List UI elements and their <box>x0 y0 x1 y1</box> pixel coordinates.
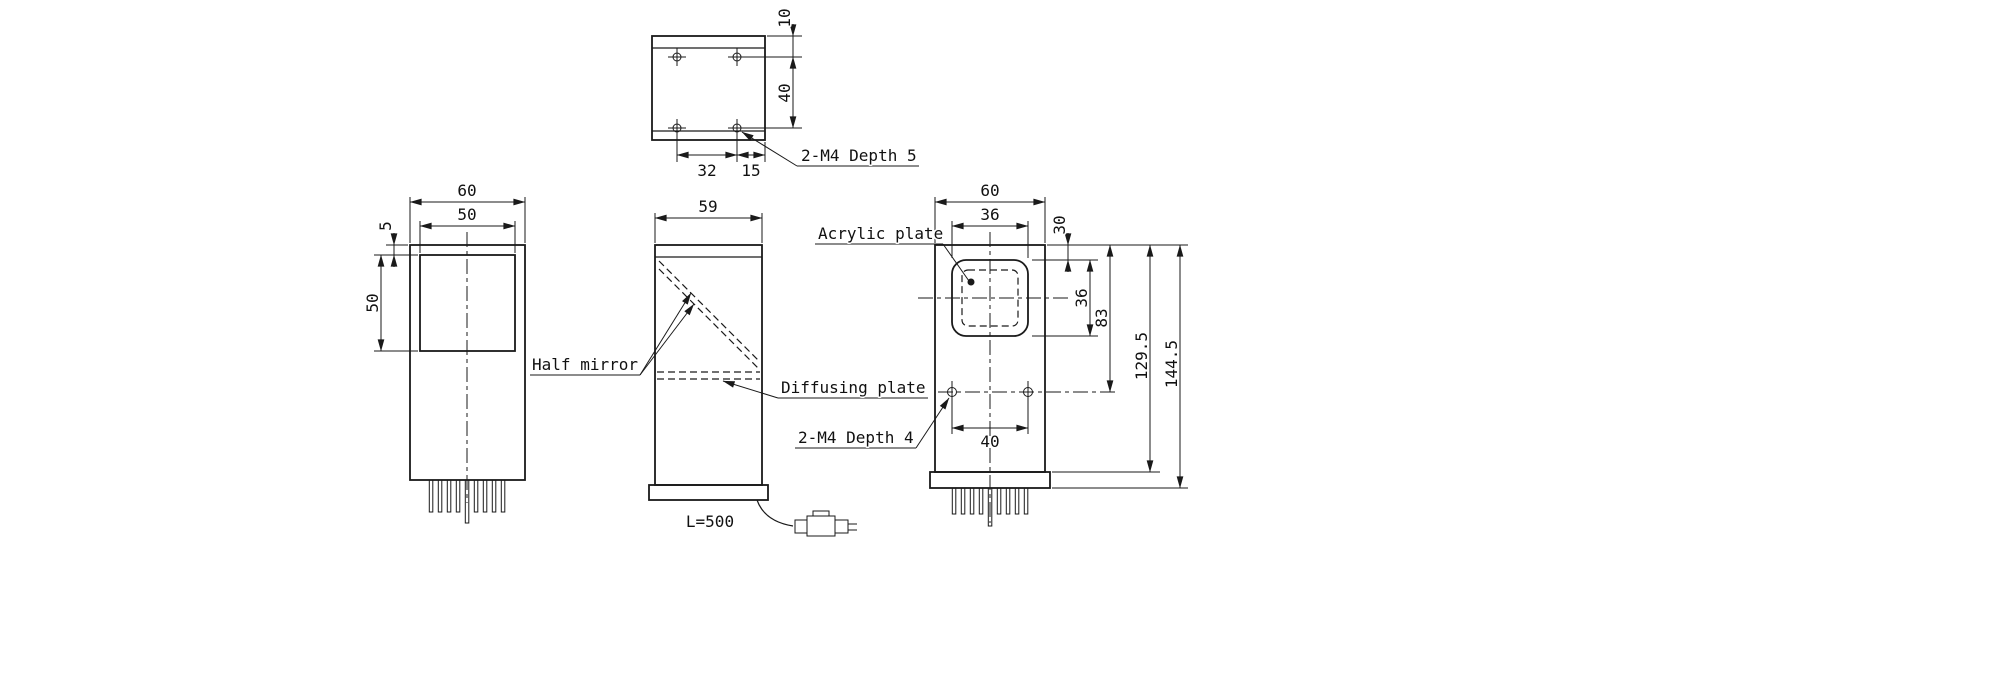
front-view-pins <box>428 479 506 524</box>
side-view-dimensions: 59 <box>654 196 763 243</box>
label-acrylic-plate: Acrylic plate <box>818 224 943 243</box>
front-view: 60 50 5 50 <box>362 180 526 524</box>
acrylic-plate-outline <box>951 259 1029 337</box>
dim-label-top-hole-offset-32: 32 <box>697 161 716 180</box>
back-view-dimension-hole-spacing: 40 <box>951 398 1029 453</box>
dim-label-window-offset-5: 5 <box>376 221 395 231</box>
connector-tip <box>834 519 849 534</box>
back-view-outline <box>918 232 1072 523</box>
half-mirror-leader: Half mirror <box>530 292 695 376</box>
cable-strain-relief <box>794 519 808 534</box>
connector-latch <box>812 510 830 516</box>
dim-label-window-width-50: 50 <box>457 205 476 224</box>
thread-note-top: 2-M4 Depth 5 <box>801 146 917 165</box>
dim-label-total-height-144-5: 144.5 <box>1162 340 1181 388</box>
back-screw-holes <box>938 381 1118 403</box>
front-view-outline <box>409 232 526 503</box>
leader-dot <box>967 278 975 286</box>
label-half-mirror: Half mirror <box>532 355 638 374</box>
dim-label-plate-width-36: 36 <box>980 205 999 224</box>
front-view-dimensions: 60 50 5 50 <box>362 180 526 352</box>
top-view-outline <box>651 35 766 141</box>
dim-label-plate-top-offset-30: 30 <box>1050 215 1069 234</box>
dim-label-body-height-129-5: 129.5 <box>1132 332 1151 380</box>
cable-assembly: L=500 <box>684 499 857 537</box>
top-view: 10 40 32 15 2-M4 Depth 5 <box>651 7 919 182</box>
dim-label-side-depth-59: 59 <box>698 197 717 216</box>
back-view: 60 36 30 36 83 129.5 144.5 <box>795 180 1188 527</box>
thread-note-back: 2-M4 Depth 4 <box>798 428 914 447</box>
acrylic-plate-leader: Acrylic plate <box>815 223 975 286</box>
side-base-flange <box>648 484 769 501</box>
top-view-screw-holes <box>668 48 746 137</box>
back-view-dimensions-right: 30 36 83 129.5 144.5 <box>1032 214 1188 489</box>
top-view-dimensions: 10 40 32 15 <box>676 7 802 182</box>
dim-label-top-hole-span-40: 40 <box>775 83 794 102</box>
top-view-thread-leader: 2-M4 Depth 5 <box>741 131 919 167</box>
connector-housing <box>806 515 836 537</box>
diffusing-plate-leader: Diffusing plate <box>722 377 928 399</box>
diffusing-plate-lines <box>657 371 760 380</box>
back-thread-leader: 2-M4 Depth 4 <box>795 397 950 449</box>
dim-label-top-height-10: 10 <box>775 8 794 27</box>
dim-label-holes-from-top-83: 83 <box>1092 308 1111 327</box>
dim-label-window-height-50: 50 <box>363 293 382 312</box>
back-view-dimensions-top: 60 36 <box>934 180 1046 258</box>
dim-label-top-hole-edge-15: 15 <box>741 161 760 180</box>
dim-label-hole-spacing-40: 40 <box>980 432 999 451</box>
side-view: 59 Half mirror Diffusing plate L=500 <box>530 196 928 537</box>
side-view-outline <box>648 244 769 501</box>
dim-label-plate-height-36: 36 <box>1072 288 1091 307</box>
half-mirror-lines <box>658 260 759 369</box>
back-view-pins <box>951 487 1029 527</box>
dim-label-front-width-60: 60 <box>457 181 476 200</box>
label-diffusing-plate: Diffusing plate <box>781 378 926 397</box>
dim-label-back-width-60: 60 <box>980 181 999 200</box>
label-cable-length: L=500 <box>686 512 734 531</box>
